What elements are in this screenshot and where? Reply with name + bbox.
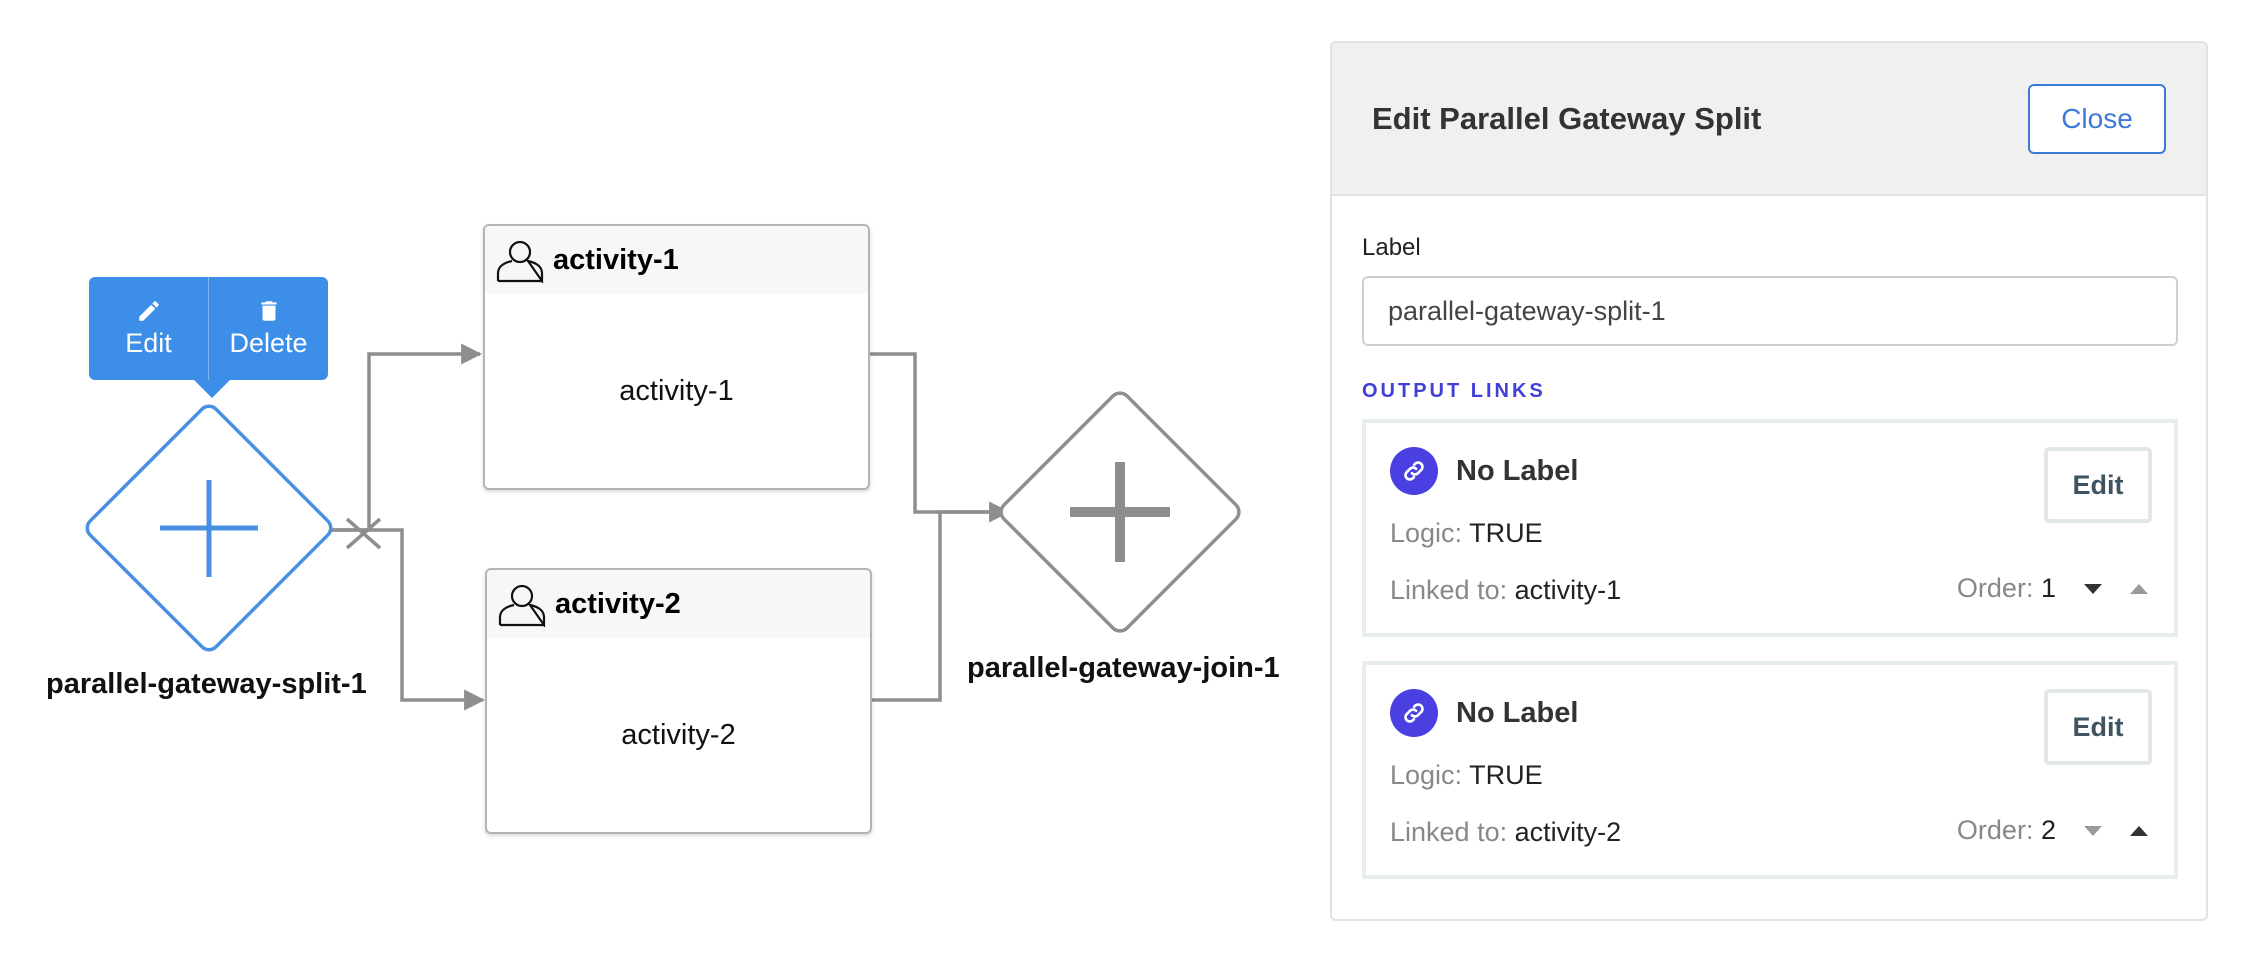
label-field-label: Label	[1362, 234, 1421, 261]
logic-label: Logic:	[1390, 760, 1463, 790]
output-links-heading: OUTPUT LINKS	[1362, 380, 1546, 402]
plus-icon	[160, 480, 258, 577]
move-up-icon[interactable]	[2128, 824, 2150, 838]
linked-label: Linked to:	[1390, 817, 1508, 847]
edit-node-label: Edit	[125, 328, 172, 358]
linked-value: activity-1	[1514, 575, 1622, 605]
split-gateway[interactable]	[83, 402, 335, 654]
plus-icon	[1070, 462, 1170, 562]
panel-header: Edit Parallel Gateway Split Close	[1332, 43, 2206, 196]
link-icon	[1390, 447, 1438, 495]
delete-node-button[interactable]: Delete	[208, 277, 328, 380]
pencil-icon	[138, 301, 159, 321]
link-target: Linked to: activity-1	[1390, 575, 1621, 606]
connector-activity-1-to-join[interactable]	[866, 352, 1011, 523]
link-logic: Logic: TRUE	[1390, 760, 1543, 791]
move-up-icon[interactable]	[2128, 582, 2150, 596]
order-value: 2	[2040, 815, 2056, 845]
connector-activity-2-to-join[interactable]	[868, 510, 1008, 702]
link-order: Order: 2	[1957, 815, 2150, 846]
close-button[interactable]: Close	[2028, 83, 2166, 154]
activity-node[interactable]: activity-1 activity-1	[483, 224, 870, 490]
connector-remove-icon[interactable]	[345, 517, 382, 550]
link-order: Order: 1	[1957, 573, 2150, 604]
edit-link-button[interactable]: Edit	[2044, 689, 2152, 765]
linked-value: activity-2	[1514, 817, 1622, 847]
move-down-icon[interactable]	[2082, 824, 2104, 838]
link-target: Linked to: activity-2	[1390, 817, 1621, 848]
activity-title: activity-2	[555, 587, 681, 620]
join-gateway[interactable]	[997, 389, 1243, 635]
node-toolbar: Edit Delete	[89, 277, 328, 398]
edit-link-button[interactable]: Edit	[2044, 447, 2152, 523]
link-icon	[1390, 689, 1438, 737]
linked-label: Linked to:	[1390, 575, 1508, 605]
join-gateway-label: parallel-gateway-join-1	[967, 652, 1280, 684]
activity-node[interactable]: activity-2 activity-2	[485, 568, 872, 834]
activity-title: activity-1	[553, 243, 679, 276]
output-link-card: No Label Edit Logic: TRUE Linked to: act…	[1362, 419, 2178, 637]
connector-split-to-activity-1[interactable]	[332, 343, 483, 532]
activity-body: activity-1	[619, 374, 734, 407]
move-down-icon[interactable]	[2082, 582, 2104, 596]
link-title: No Label	[1456, 697, 1579, 729]
logic-value: TRUE	[1469, 518, 1543, 548]
logic-value: TRUE	[1469, 760, 1543, 790]
link-title: No Label	[1456, 455, 1579, 487]
activity-header: activity-2	[487, 570, 870, 638]
logic-label: Logic:	[1390, 518, 1463, 548]
delete-node-label: Delete	[229, 328, 308, 358]
output-link-card: No Label Edit Logic: TRUE Linked to: act…	[1362, 661, 2178, 879]
activity-header: activity-1	[485, 226, 868, 294]
panel-title: Edit Parallel Gateway Split	[1372, 100, 1762, 136]
edit-panel: Edit Parallel Gateway Split Close Label …	[1330, 41, 2208, 921]
order-label: Order:	[1956, 815, 2034, 845]
activity-body: activity-2	[621, 718, 736, 751]
order-value: 1	[2040, 573, 2056, 603]
order-label: Order:	[1956, 573, 2034, 603]
panel-body: Label OUTPUT LINKS No Label Edit Logic: …	[1332, 196, 2206, 879]
edit-node-button[interactable]: Edit	[89, 277, 208, 380]
link-logic: Logic: TRUE	[1390, 518, 1543, 549]
trash-icon	[260, 301, 277, 321]
user-icon	[498, 584, 546, 627]
flow-canvas	[83, 343, 1243, 711]
label-input[interactable]	[1362, 276, 2178, 346]
user-icon	[496, 240, 544, 283]
split-gateway-label: parallel-gateway-split-1	[46, 668, 367, 700]
